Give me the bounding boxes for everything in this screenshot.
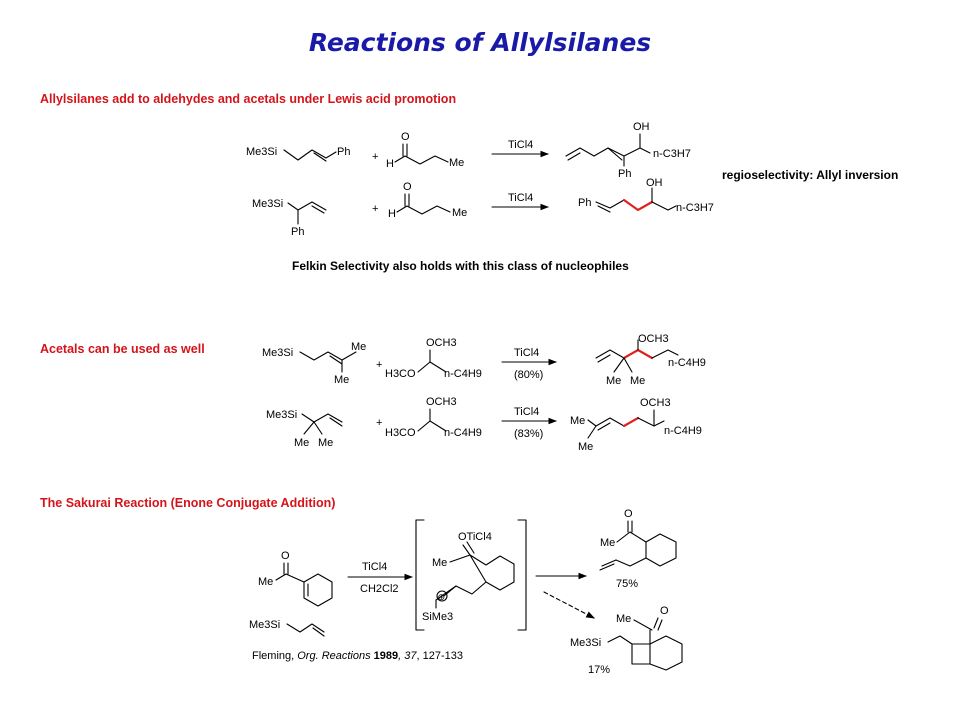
me-label: Me [600,537,615,549]
me3si-label: Me3Si [262,347,293,359]
me-label: Me [449,157,464,169]
crotylsilane: Me3Si Me Me [262,341,366,386]
me3si-label: Me3Si [266,409,297,421]
me-label: Me [452,207,467,219]
butyl-label: n-C4H9 [444,427,482,439]
otic-label: OTiCl4 [458,531,492,543]
och3-label: OCH3 [426,396,457,408]
reagent-ticl4: TiCl4 [508,139,533,151]
sime3-label: SiMe3 [422,611,453,623]
reagent-ticl4: TiCl4 [514,406,539,418]
ref-volume: , 37 [398,650,417,662]
minor-product-arrow [543,591,595,619]
butanal-2: O H Me [388,181,467,220]
oxygen-label: O [624,508,633,520]
allyltrimethylsilane: Me3Si [249,619,325,637]
yield-75: 75% [616,578,638,590]
section-heading-sakurai: The Sakurai Reaction (Enone Conjugate Ad… [40,496,336,510]
me-label: Me [351,341,366,353]
me-label: Me [432,557,447,569]
me-label: Me [258,576,273,588]
me-label: Me [570,415,585,427]
och3-label: OCH3 [640,397,671,409]
ref-year: 1989 [370,650,399,662]
butyl-label: n-C4H9 [444,368,482,380]
oh-label: OH [646,177,663,189]
homoallyl-alcohol-2: Ph OH n-C3H7 [578,177,714,214]
och3-label: OCH3 [426,337,457,349]
me-label: Me [334,374,349,386]
oxygen-label: O [401,131,410,143]
plus-sign: + [376,417,382,429]
propyl-label: n-C3H7 [653,148,691,160]
hydrogen-label: H [386,158,394,170]
yield-17: 17% [588,664,610,676]
ph-label: Ph [618,168,631,180]
ref-pages: , 127-133 [416,650,463,662]
yield-83: (83%) [514,428,543,440]
och3-label: OCH3 [638,333,669,345]
dimethyl-acetal-1: OCH3 H3CO n-C4H9 [385,337,482,380]
titanium-enolate-intermediate: OTiCl4 Me ⊕ SiMe3 [415,519,527,631]
acetal-product-2: Me Me OCH3 n-C4H9 [570,397,702,453]
reagent-ticl4: TiCl4 [508,192,533,204]
homoallyl-alcohol-1: Ph OH n-C3H7 [565,121,691,180]
prenylsilane: Me3Si Me Me [266,409,343,449]
conjugate-addition-product: O Me 75% [599,508,677,590]
yield-80: (80%) [514,369,543,381]
h3co-label: H3CO [385,368,416,380]
carbocation-symbol: ⊕ [438,592,446,602]
me-label: Me [630,375,645,387]
cyclobutane-product: Me O Me3Si 17% [570,605,683,676]
butyl-label: n-C4H9 [668,357,706,369]
dimethyl-acetal-2: OCH3 H3CO n-C4H9 [385,396,482,439]
ph-label: Ph [291,226,304,238]
oxygen-label: O [403,181,412,193]
hydrogen-label: H [388,208,396,220]
me3si-label: Me3Si [570,637,601,649]
plus-sign: + [372,151,378,163]
cyclohexenyl-methyl-ketone: O Me [258,550,333,607]
butanal-1: O H Me [386,131,464,170]
me3si-label: Me3Si [249,619,280,631]
me-label: Me [578,441,593,453]
plus-sign: + [376,359,382,371]
allylsilane-1: Me3Si Ph [246,146,350,162]
me3si-label: Me3Si [246,146,277,158]
propyl-label: n-C3H7 [676,202,714,214]
me-label: Me [294,437,309,449]
oh-label: OH [633,121,650,133]
ref-journal: Org. Reactions [297,650,371,662]
regioselectivity-note: regioselectivity: Allyl inversion [722,168,899,182]
oxygen-label: O [281,550,290,562]
reagent-ticl4: TiCl4 [362,561,387,573]
me-label: Me [616,613,631,625]
solvent-ch2cl2: CH2Cl2 [360,583,399,595]
reagent-ticl4: TiCl4 [514,347,539,359]
me3si-label: Me3Si [252,198,283,210]
me-label: Me [606,375,621,387]
page-title: Reactions of Allylsilanes [308,28,652,57]
allylsilane-2: Me3Si Ph [252,198,327,238]
section-heading-acetals: Acetals can be used as well [40,342,205,356]
ref-author: Fleming, [252,650,298,662]
ph-label: Ph [337,146,350,158]
ph-label: Ph [578,197,591,209]
felkin-note: Felkin Selectivity also holds with this … [292,259,629,273]
literature-reference: Fleming, Org. Reactions 1989, 37, 127-13… [252,650,463,662]
h3co-label: H3CO [385,427,416,439]
plus-sign: + [372,203,378,215]
acetal-product-1: Me Me OCH3 n-C4H9 [595,333,706,387]
me-label: Me [318,437,333,449]
section-heading-aldehydes: Allylsilanes add to aldehydes and acetal… [40,92,457,106]
oxygen-label: O [660,605,669,617]
butyl-label: n-C4H9 [664,425,702,437]
